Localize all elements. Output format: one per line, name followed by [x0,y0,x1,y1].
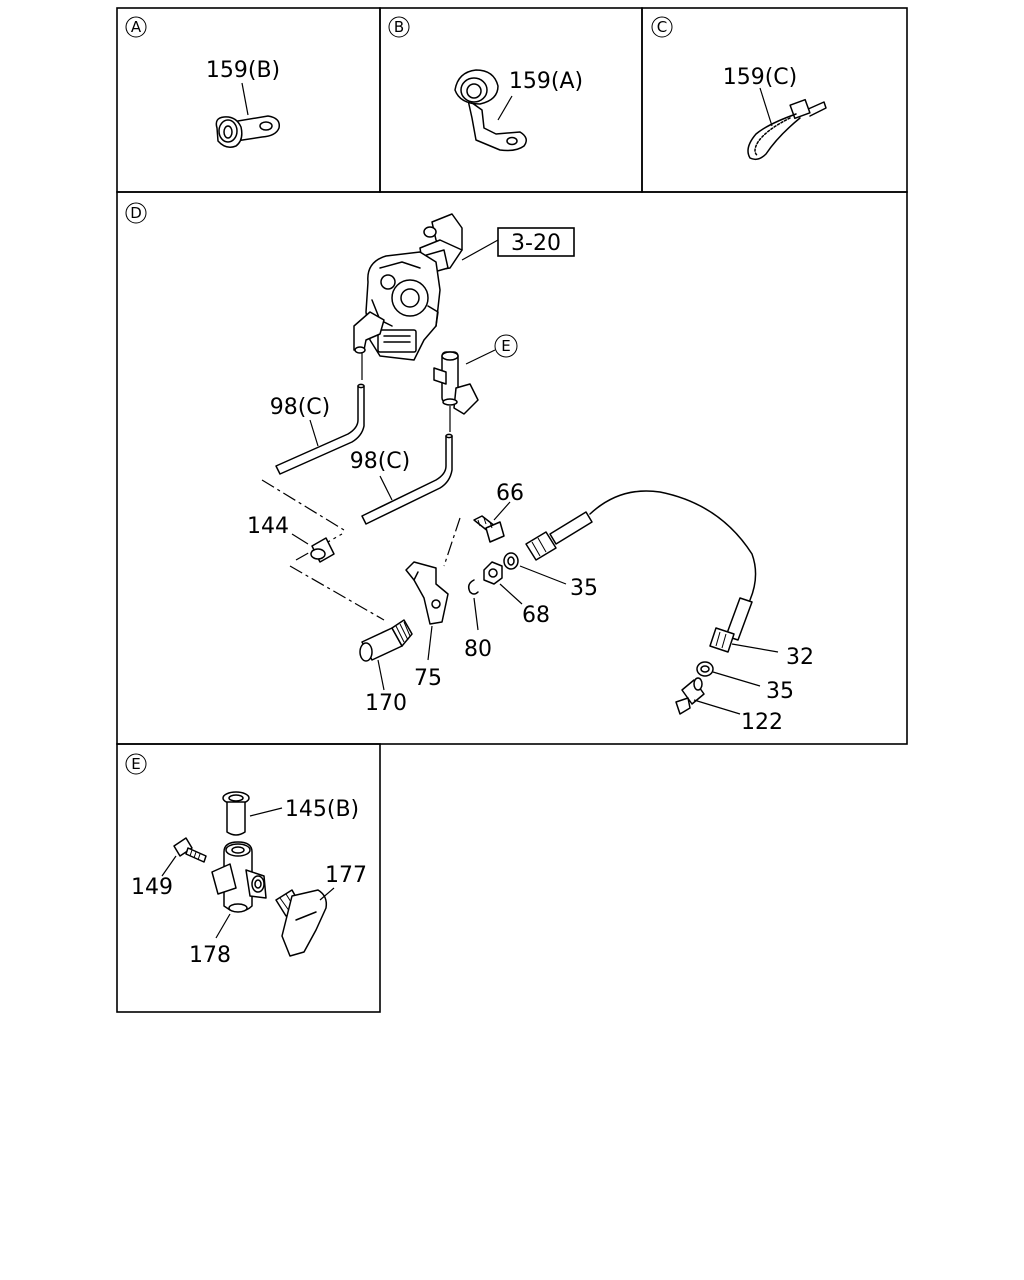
leader-98c-lower [379,475,393,501]
cable-drawing [525,490,757,653]
leader-3-20 [461,239,499,261]
svg-text:B: B [394,18,404,36]
label-66: 66 [496,481,524,506]
svg-text:A: A [131,18,142,36]
label-98c-upper: 98(C) [270,395,331,420]
leader-66 [493,501,511,521]
svg-text:C: C [657,18,667,36]
leader-149 [161,855,177,877]
part-122-drawing [675,677,705,715]
leader-145b [249,807,283,817]
panel-b-badge: B [388,16,410,38]
leader-177 [319,887,335,901]
valve-assembly-drawing [353,213,463,361]
part-144-drawing [310,537,335,563]
leader-32 [731,643,779,653]
part-177-drawing [275,889,328,957]
label-177: 177 [325,863,367,888]
panel-a-frame [116,7,381,193]
cable-tie-159c-drawing [747,98,827,161]
assembly-line-1 [261,479,345,531]
label-178: 178 [189,943,231,968]
part-35-bottom-drawing [696,661,714,677]
label-159b: 159(B) [206,58,280,83]
part-170-drawing [359,619,413,662]
label-35-top: 35 [570,576,598,601]
clamp-159a-drawing [454,69,527,152]
label-144: 144 [247,514,289,539]
panel-e-badge: E [125,753,147,775]
panel-e-frame [116,743,381,1013]
part-178-drawing [211,841,267,913]
label-68: 68 [522,603,550,628]
assembly-line-4 [443,517,461,567]
leader-98c-upper [309,419,319,447]
ref-3-20: 3-20 [511,231,561,256]
part-145b-drawing [222,791,250,836]
callout-e-badge: E [494,334,518,358]
label-159a: 159(A) [509,69,583,94]
label-145b: 145(B) [285,797,359,822]
part-75-drawing [405,561,449,625]
panel-b-frame [379,7,643,193]
svg-text:E: E [501,337,510,355]
label-98c-lower: 98(C) [350,449,411,474]
part-80-drawing [467,579,479,595]
assembly-line-3 [289,565,385,621]
panel-d-frame [116,191,908,745]
leader-159a [497,95,513,121]
panel-d-badge: D [125,202,147,224]
tee-assembly-drawing [433,351,479,415]
leader-68 [499,583,523,605]
leader-35-bottom [712,671,761,687]
label-170: 170 [365,691,407,716]
leader-e [465,349,496,365]
clip-159b-drawing [215,115,281,148]
label-75: 75 [414,666,442,691]
leader-35-top [519,565,567,585]
svg-text:E: E [131,755,140,773]
leader-170 [377,659,385,691]
svg-text:D: D [130,204,142,222]
leader-178 [215,913,231,939]
label-80: 80 [464,637,492,662]
label-122: 122 [741,710,783,735]
label-32: 32 [786,645,814,670]
panel-c-frame [641,7,908,193]
leader-159b [241,82,249,116]
leader-159c [759,87,773,127]
hose-98c-lower-drawing [361,433,453,525]
panel-c-badge: C [651,16,673,38]
leader-80 [473,597,479,631]
leader-75 [427,625,433,661]
label-149: 149 [131,875,173,900]
part-149-drawing [173,837,207,863]
leader-144 [291,533,309,545]
leader-122 [693,699,741,715]
part-35-top-drawing [503,552,519,570]
label-159c: 159(C) [723,65,798,90]
panel-a-badge: A [125,16,147,38]
label-35-bottom: 35 [766,679,794,704]
ref-box-3-20 [497,227,575,257]
part-68-drawing [483,561,503,585]
hose-98c-upper-drawing [275,383,365,475]
part-66-drawing [473,515,505,543]
